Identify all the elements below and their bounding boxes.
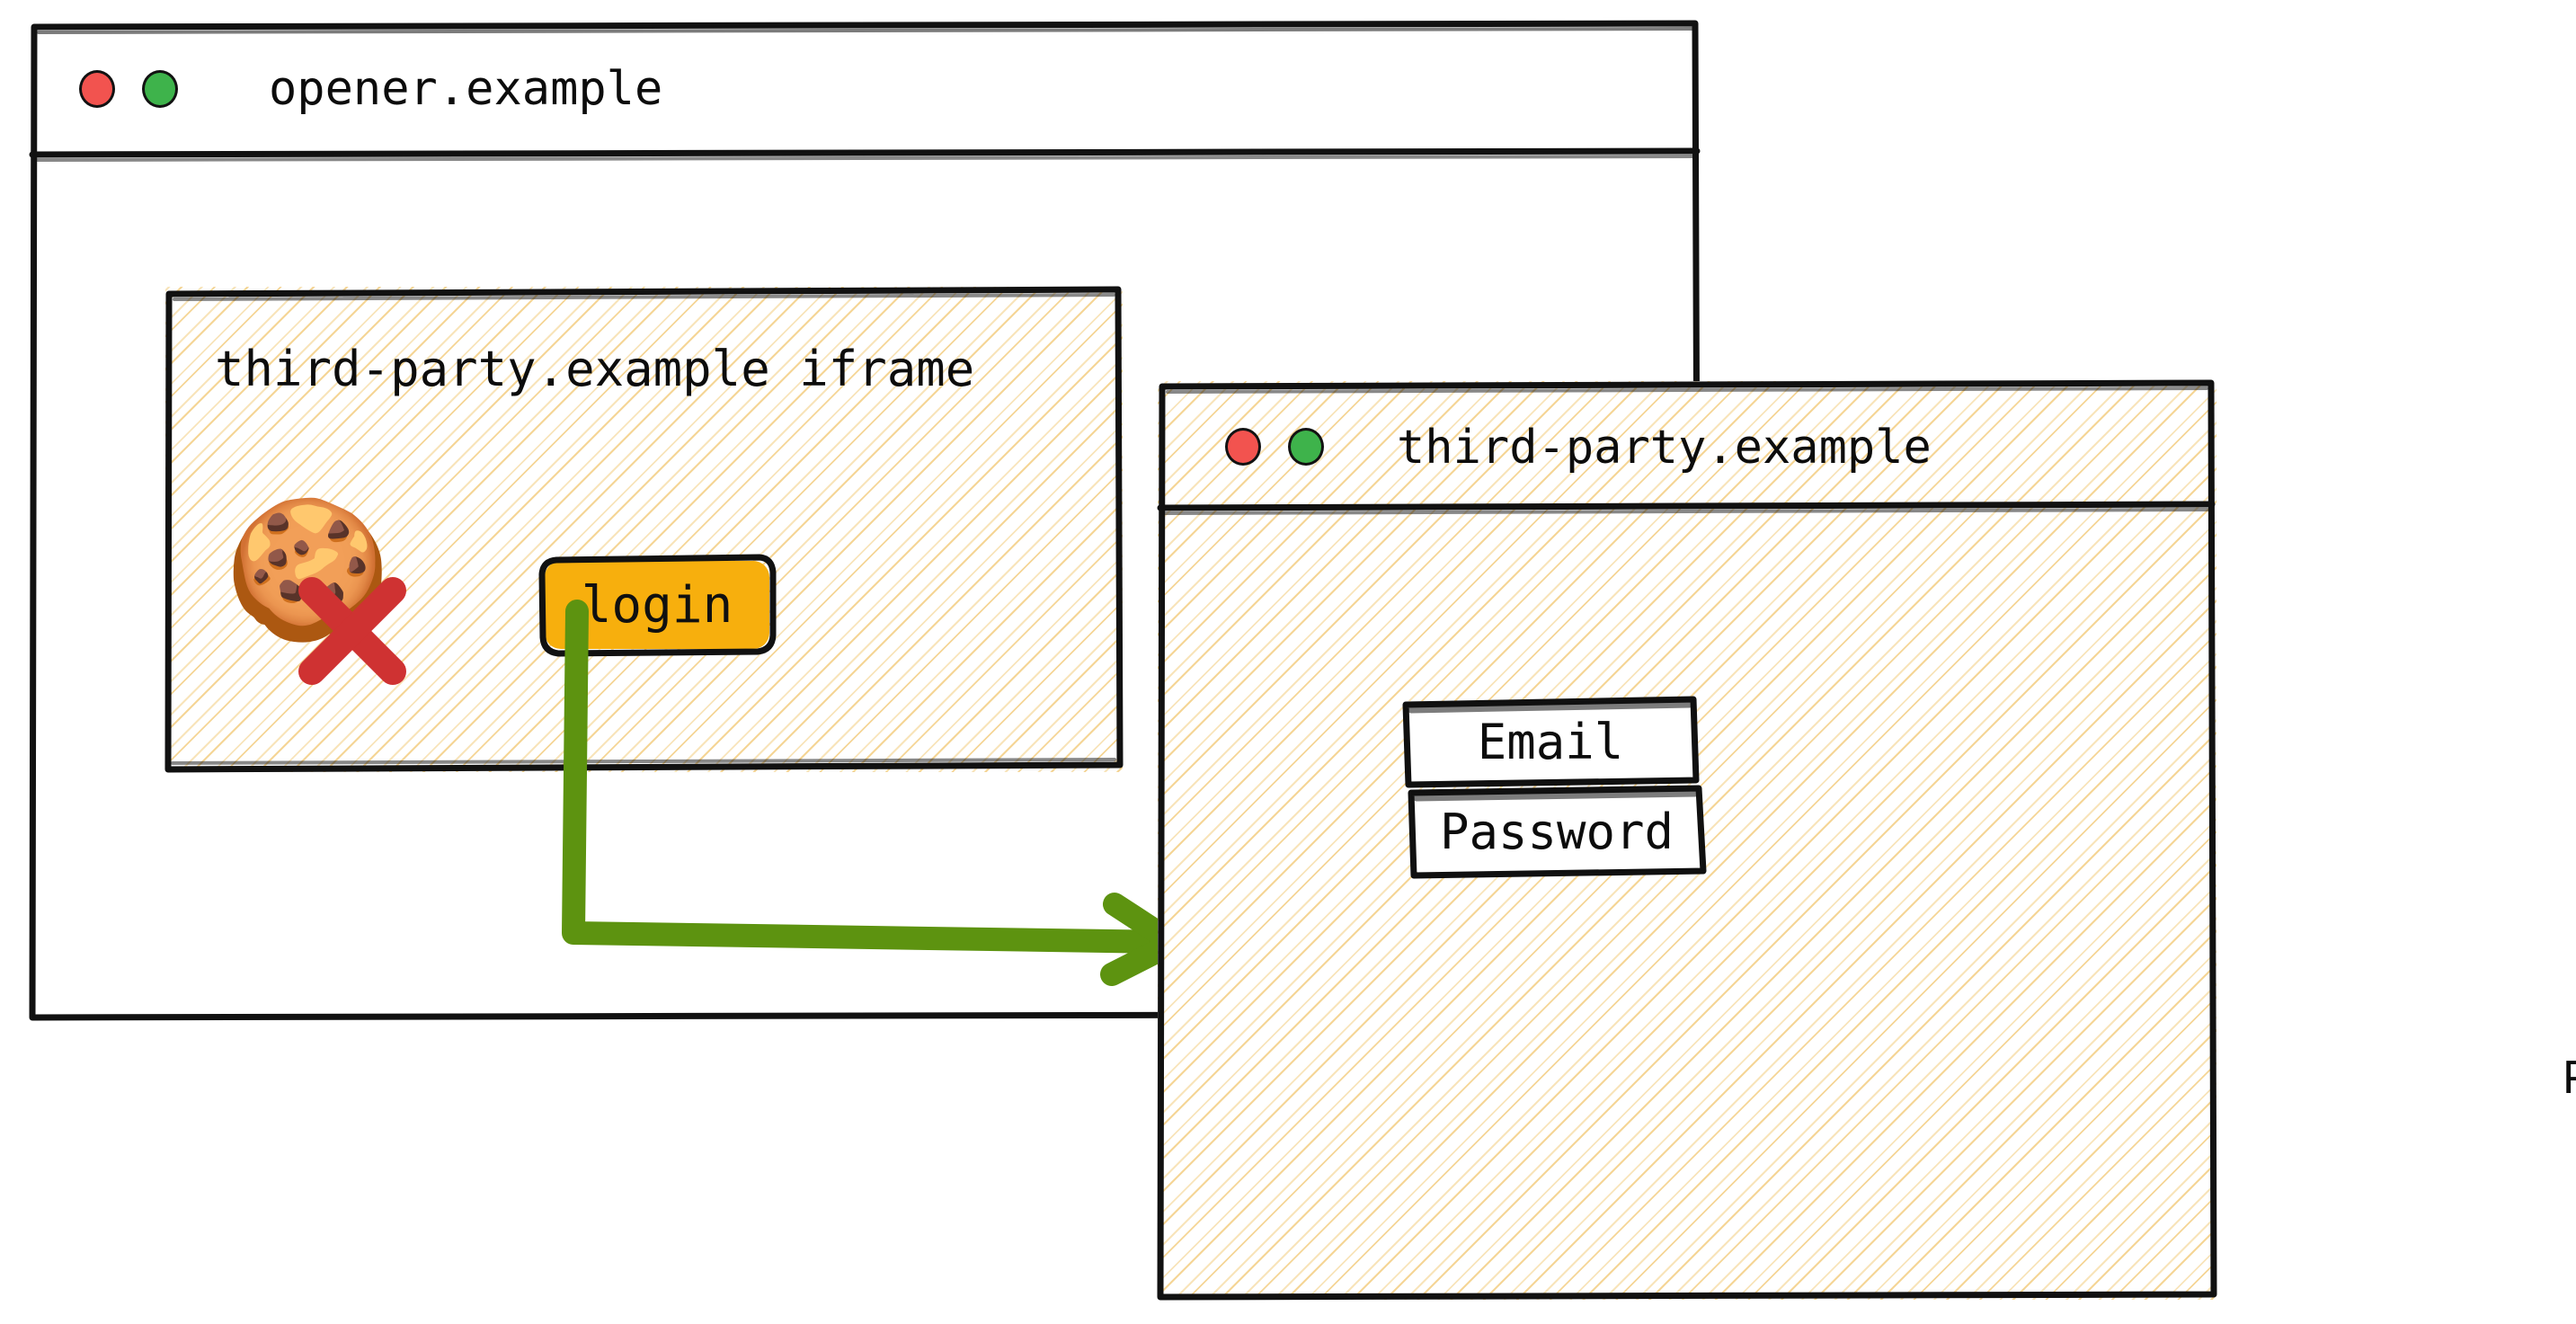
email-field[interactable]: Email [1402, 696, 1700, 788]
opener-title-bar: opener.example [31, 22, 1701, 156]
password-field-outline [1408, 785, 1707, 879]
password-field[interactable]: Password [1408, 785, 1707, 879]
popup-traffic-lights [1225, 428, 1324, 466]
email-field-value: Email [1477, 713, 1624, 770]
maximize-dot[interactable] [1288, 428, 1324, 466]
popup-annotation-label: Pop-up [2563, 1051, 2576, 1105]
popup-window-title: third-party.example [1397, 421, 1932, 475]
iframe-title: third-party.example iframe [215, 341, 975, 397]
maximize-dot[interactable] [142, 70, 178, 108]
iframe-login-button-outline [538, 554, 777, 657]
email-field-outline [1402, 696, 1700, 788]
password-field-value: Password [1439, 803, 1674, 860]
popup-title-bar: third-party.example [1158, 381, 2216, 511]
close-dot[interactable] [79, 70, 115, 108]
cross-mark-icon [298, 577, 406, 685]
blocked-cookie-indicator: 🍪 [224, 502, 413, 691]
opener-traffic-lights [79, 70, 178, 108]
third-party-iframe: third-party.example iframe [164, 286, 1124, 773]
iframe-login-button-label: login [581, 575, 733, 635]
flow-arrow [562, 600, 1186, 986]
popup-browser-window: third-party.example Email Password Pop-u… [1157, 379, 2576, 1301]
opener-window-title: opener.example [269, 62, 663, 116]
close-dot[interactable] [1225, 428, 1261, 466]
